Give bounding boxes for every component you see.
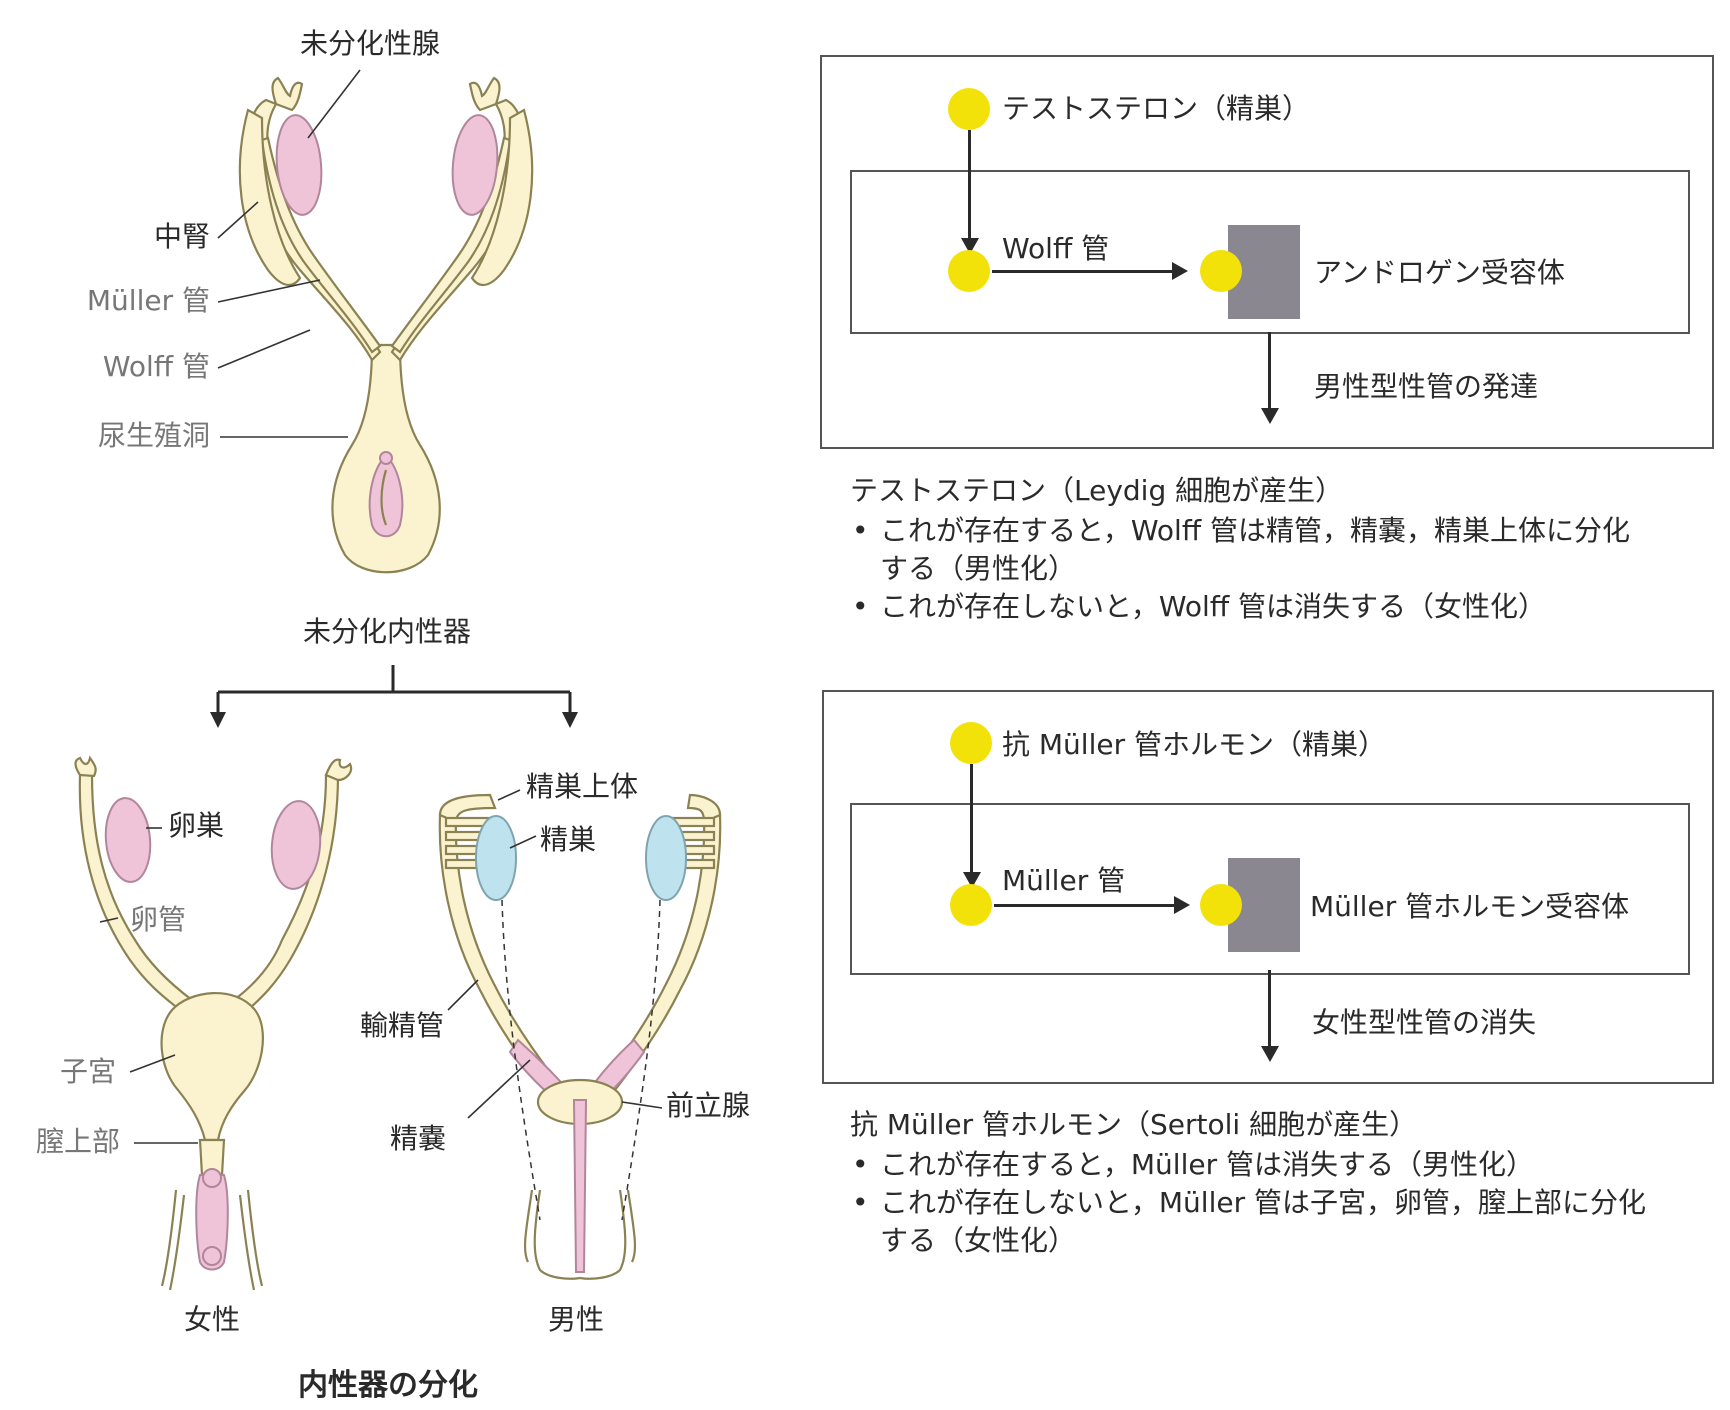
amh-notes: これが存在すると，Müller 管は消失する（男性化） これが存在しないと，Mü…	[846, 1146, 1646, 1260]
female-genitalia	[74, 755, 353, 1291]
label-undifferentiated-gonad: 未分化性腺	[300, 27, 441, 60]
label-oviduct: 卵管	[130, 903, 187, 936]
panel-testosterone	[820, 55, 1714, 449]
leader-prostate	[621, 1101, 663, 1109]
arrow-down-result-2	[1268, 970, 1271, 1046]
male-duct-development-label: 男性型性管の発達	[1314, 370, 1539, 403]
testosterone-note-1-line2: する（男性化）	[880, 552, 1077, 585]
label-uterus: 子宮	[60, 1055, 117, 1088]
amh-note-2: これが存在しないと，Müller 管は子宮，卵管，膣上部に分化 する（女性化）	[846, 1184, 1646, 1260]
leader-seminal-vesicle	[467, 1059, 531, 1119]
caption-female: 女性	[184, 1303, 241, 1336]
amh-note-title: 抗 Müller 管ホルモン（Sertoli 細胞が産生）	[850, 1108, 1418, 1141]
female-duct-loss-label: 女性型性管の消失	[1312, 1006, 1537, 1039]
muller-dot	[950, 884, 992, 926]
testosterone-note-2: これが存在しないと，Wolff 管は消失する（女性化）	[846, 588, 1630, 626]
leader-vas	[447, 979, 479, 1011]
amh-label: 抗 Müller 管ホルモン（精巣）	[1002, 728, 1387, 761]
amh-note-1-line1: これが存在すると，Müller 管は消失する（男性化）	[880, 1148, 1534, 1181]
amh-note-1: これが存在すると，Müller 管は消失する（男性化）	[846, 1146, 1646, 1184]
caption-male: 男性	[548, 1303, 605, 1336]
wolff-label: Wolff 管	[1002, 232, 1110, 265]
label-vas-deferens: 輸精管	[360, 1009, 445, 1042]
leader-uterus	[129, 1054, 176, 1073]
arrow-head-down-result-2	[1261, 1046, 1279, 1062]
label-testis: 精巣	[540, 823, 597, 856]
arrow-head-right-2	[1174, 896, 1190, 914]
label-wolff-duct: Wolff 管	[102, 350, 210, 383]
arrow-down-2	[970, 764, 973, 872]
leader-testis	[509, 835, 537, 849]
testosterone-note-2-line1: これが存在しないと，Wolff 管は消失する（女性化）	[880, 590, 1547, 623]
leader-muller	[217, 279, 321, 303]
amh-note-2-line2: する（女性化）	[880, 1224, 1077, 1257]
amh-note-2-line1: これが存在しないと，Müller 管は子宮，卵管，膣上部に分化	[880, 1186, 1646, 1219]
testosterone-dot	[948, 88, 990, 130]
label-urogenital-sinus: 尿生殖洞	[97, 419, 210, 452]
label-mesonephros: 中腎	[153, 220, 210, 253]
testosterone-label: テストステロン（精巣）	[1002, 92, 1311, 125]
label-upper-vagina: 膣上部	[36, 1125, 121, 1158]
testosterone-note-1: これが存在すると，Wolff 管は精管，精嚢，精巣上体に分化 する（男性化）	[846, 512, 1630, 588]
androgen-receptor-label: アンドロゲン受容体	[1314, 256, 1565, 289]
arrow-right-2	[994, 904, 1174, 907]
leader-wolff	[217, 329, 311, 369]
figure-title: 内性器の分化	[298, 1368, 478, 1403]
leader-mesonephros	[217, 201, 259, 239]
arrow-head-right-1	[1172, 262, 1188, 280]
leader-oviduct	[99, 917, 119, 923]
amh-dot	[950, 722, 992, 764]
arrow-head-down-result-1	[1261, 408, 1279, 424]
label-undifferentiated-internal: 未分化内性器	[303, 615, 472, 648]
male-genitalia	[438, 793, 722, 1280]
label-epididymis: 精巣上体	[526, 770, 639, 803]
testosterone-note-1-line1: これが存在すると，Wolff 管は精管，精嚢，精巣上体に分化	[880, 514, 1631, 547]
muller-label: Müller 管	[1002, 864, 1126, 897]
label-seminal-vesicle: 精嚢	[390, 1122, 447, 1155]
amh-receptor-label: Müller 管ホルモン受容体	[1310, 890, 1630, 923]
testosterone-note-title: テストステロン（Leydig 細胞が産生）	[850, 474, 1344, 507]
undifferentiated-genitalia	[238, 76, 534, 574]
arrow-right-1	[992, 270, 1172, 273]
leader-epididymis	[497, 789, 521, 801]
receptor-dot-1	[1200, 250, 1242, 292]
panel-amh	[822, 690, 1714, 1084]
receptor-dot-2	[1200, 884, 1242, 926]
label-ovary: 卵巣	[168, 809, 225, 842]
label-prostate: 前立腺	[666, 1089, 751, 1122]
leader-gonad	[307, 69, 361, 139]
split-arrow	[210, 665, 578, 728]
internal-genitalia-illustration: .duct { fill:#fbf3cf; stroke:#8b8253; st…	[74, 69, 722, 1291]
wolff-dot	[948, 250, 990, 292]
label-muller-duct: Müller 管	[86, 284, 210, 317]
testosterone-notes: これが存在すると，Wolff 管は精管，精嚢，精巣上体に分化 する（男性化） こ…	[846, 512, 1630, 626]
arrow-down-1	[968, 130, 971, 238]
arrow-down-result-1	[1268, 332, 1271, 408]
